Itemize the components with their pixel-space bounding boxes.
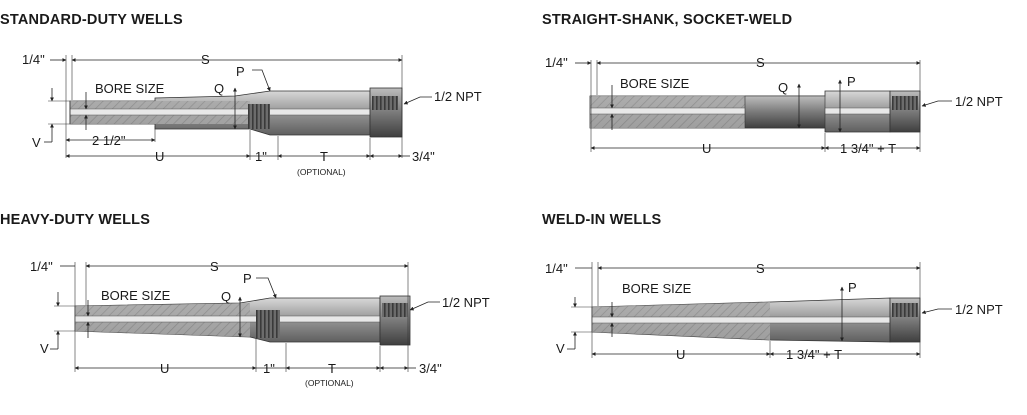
standard-p-label: P xyxy=(236,64,245,79)
heavy-s-label: S xyxy=(210,259,219,274)
standard-quarter-label: 1/4" xyxy=(22,52,45,67)
socket-t-label: 1 3/4" + T xyxy=(840,141,896,156)
socket-quarter-label: 1/4" xyxy=(545,55,568,70)
heavy-p-label: P xyxy=(243,271,252,286)
standard-bore-label: BORE SIZE xyxy=(95,81,165,96)
heavy-one-inch-label: 1" xyxy=(263,361,275,376)
socket-u-label: U xyxy=(702,141,711,156)
heavy-optional-label: (OPTIONAL) xyxy=(305,378,354,388)
socket-p-label: P xyxy=(847,74,856,89)
standard-s-label: S xyxy=(201,52,210,67)
heavy-duty-title: HEAVY-DUTY WELLS xyxy=(0,212,151,228)
standard-one-inch-label: 1" xyxy=(255,149,267,164)
weld-quarter-label: 1/4" xyxy=(545,261,568,276)
socket-s-label: S xyxy=(756,55,765,70)
heavy-u-label: U xyxy=(160,361,169,376)
heavy-q-label: Q xyxy=(221,289,231,304)
standard-optional-label: (OPTIONAL) xyxy=(297,167,346,177)
weld-bore-label: BORE SIZE xyxy=(622,281,692,296)
heavy-t-label: T xyxy=(328,361,336,376)
heavy-quarter-label: 1/4" xyxy=(30,259,53,274)
weld-p-label: P xyxy=(848,280,857,295)
standard-three-quarter-label: 3/4" xyxy=(412,149,435,164)
heavy-npt-label: 1/2 NPT xyxy=(442,295,490,310)
socket-q-label: Q xyxy=(778,80,788,95)
weld-in-title: WELD-IN WELLS xyxy=(542,212,662,228)
standard-two-half-label: 2 1/2" xyxy=(92,133,126,148)
heavy-bore-label: BORE SIZE xyxy=(101,288,171,303)
heavy-v-label: V xyxy=(40,341,49,356)
standard-npt-label: 1/2 NPT xyxy=(434,89,482,104)
weld-s-label: S xyxy=(756,261,765,276)
socket-weld-title: STRAIGHT-SHANK, SOCKET-WELD xyxy=(542,12,793,28)
weld-in-drawing xyxy=(567,262,952,358)
weld-v-label: V xyxy=(556,341,565,356)
heavy-duty-drawing xyxy=(50,262,440,372)
standard-u-label: U xyxy=(155,149,164,164)
weld-t-label: 1 3/4" + T xyxy=(786,347,842,362)
socket-bore-label: BORE SIZE xyxy=(620,76,690,91)
socket-weld-drawing xyxy=(575,60,952,152)
weld-npt-label: 1/2 NPT xyxy=(955,302,1003,317)
standard-t-label: T xyxy=(320,149,328,164)
standard-v-label: V xyxy=(32,135,41,150)
standard-duty-title: STANDARD-DUTY WELLS xyxy=(0,12,183,28)
weld-u-label: U xyxy=(676,347,685,362)
socket-npt-label: 1/2 NPT xyxy=(955,94,1003,109)
standard-q-label: Q xyxy=(214,81,224,96)
standard-duty-drawing xyxy=(44,55,432,160)
heavy-three-quarter-label: 3/4" xyxy=(419,361,442,376)
